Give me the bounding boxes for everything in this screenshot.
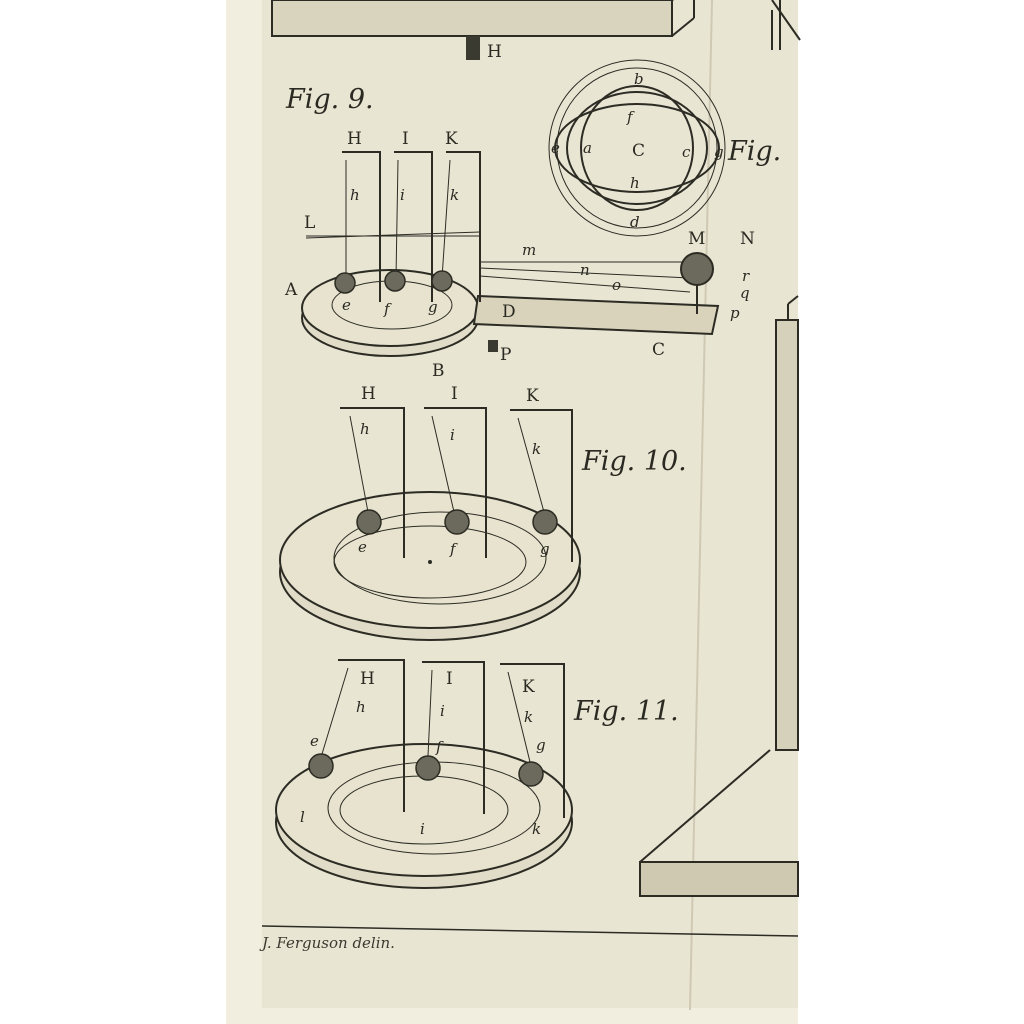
fig11-post-i: I bbox=[446, 669, 453, 689]
orbit-letter-e: e bbox=[551, 139, 560, 157]
fig11-base-l: l bbox=[300, 808, 305, 826]
fig11-string-k: k bbox=[524, 708, 533, 726]
right-stand-apparatus bbox=[639, 295, 799, 897]
fig11-base-k: k bbox=[532, 820, 541, 838]
fold-crease bbox=[689, 0, 713, 1011]
fig11-label: Fig. 11. bbox=[573, 696, 679, 727]
top-label-h: H bbox=[487, 42, 502, 62]
orbit-letter-d: d bbox=[630, 213, 640, 231]
orbit-letter-c: c bbox=[682, 143, 691, 161]
fig10-post-h: H bbox=[361, 384, 376, 404]
orbit-figure: C b f e a c g h d Fig. bbox=[548, 59, 781, 237]
fig10-string-k: k bbox=[532, 440, 541, 458]
fig11-post-k: K bbox=[522, 677, 535, 697]
fig9-label-q: q bbox=[740, 284, 750, 302]
fig9-part-c: C bbox=[652, 340, 665, 360]
engraver-signature: J. Ferguson delin. bbox=[259, 934, 395, 952]
fig11-base-i: i bbox=[420, 820, 425, 838]
plate-mark-line bbox=[261, 925, 799, 937]
fig10-post-k: K bbox=[526, 386, 539, 406]
fig9-part-d: D bbox=[502, 302, 516, 322]
fig10-string-i: i bbox=[450, 426, 455, 444]
fig9-part-n: N bbox=[740, 229, 755, 249]
fig10-ball-e: e bbox=[358, 538, 367, 556]
fig9-string-i: i bbox=[400, 186, 405, 204]
fig10-post-i: I bbox=[451, 384, 458, 404]
orbit-center-c: C bbox=[632, 141, 645, 161]
fig9-label-n: n bbox=[580, 261, 590, 279]
fig9-string-k: k bbox=[450, 186, 459, 204]
figure-9: Fig. 9. H I K bbox=[284, 84, 755, 381]
figure-10: Fig. 10. H I K h i k e f g bbox=[279, 384, 687, 641]
orbit-letter-b: b bbox=[634, 70, 644, 88]
fig11-string-i: i bbox=[440, 702, 445, 720]
fig10-ball-g: g bbox=[540, 540, 550, 558]
fig11-ball-f: f bbox=[435, 738, 444, 756]
fig9-ball-f: f bbox=[383, 300, 392, 318]
fig9-label-p: p bbox=[730, 304, 740, 322]
fig9-part-m: M bbox=[688, 229, 705, 249]
fig11-ball-g: g bbox=[536, 736, 546, 754]
fig10-ball-f: f bbox=[449, 540, 458, 558]
orbit-letter-h: h bbox=[630, 174, 640, 192]
fig9-part-b: B bbox=[432, 361, 445, 381]
fig9-ball-e: e bbox=[342, 296, 351, 314]
fig9-part-p: P bbox=[500, 345, 511, 365]
orbit-letter-g: g bbox=[714, 143, 724, 161]
fig9-label-o: o bbox=[612, 276, 621, 294]
fig11-string-h: h bbox=[356, 698, 366, 716]
fig9-post-k: K bbox=[445, 129, 458, 149]
figure-11: Fig. 11. H I K h i k e f g l i k bbox=[275, 659, 679, 889]
fig11-post-h: H bbox=[360, 669, 375, 689]
fig9-string-h: h bbox=[350, 186, 360, 204]
fig9-post-h: H bbox=[347, 129, 362, 149]
fig9-label-r: r bbox=[742, 267, 750, 285]
top-apparatus: H bbox=[271, 0, 801, 62]
fig9-label: Fig. 9. bbox=[285, 84, 374, 115]
orbit-letter-f: f bbox=[626, 108, 635, 126]
fig9-label-m: m bbox=[522, 241, 536, 259]
fig9-part-l: L bbox=[304, 213, 315, 233]
fig9-post-i: I bbox=[402, 129, 409, 149]
orbit-fig-label: Fig. bbox=[727, 136, 781, 167]
fig10-label: Fig. 10. bbox=[581, 446, 687, 477]
fig9-part-a: A bbox=[284, 280, 298, 300]
orbit-letter-a: a bbox=[583, 139, 592, 157]
fig11-ball-e: e bbox=[310, 732, 319, 750]
fig10-string-h: h bbox=[360, 420, 370, 438]
fig9-ball-g: g bbox=[428, 298, 438, 316]
